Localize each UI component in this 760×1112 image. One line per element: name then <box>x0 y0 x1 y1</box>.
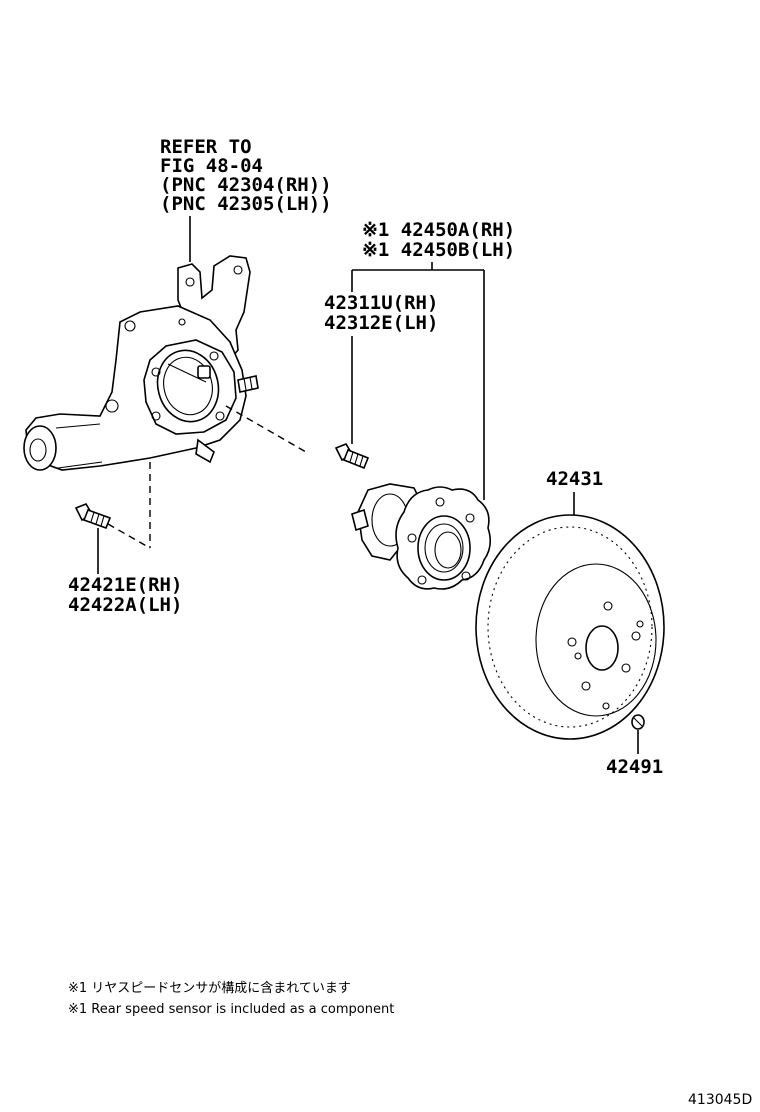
footnote-japanese: ※1 リヤスピードセンサが構成に含まれています <box>68 980 351 996</box>
disc-screw-label: 42491 <box>606 756 663 778</box>
brake-disc <box>475 514 665 740</box>
hub-assy-bracket <box>351 262 485 500</box>
sensor-bolt-label-lh: 42312E(LH) <box>324 312 438 334</box>
knuckle-bolt-label: 42421E(RH) 42422A(LH) <box>68 574 182 616</box>
knuckle-ref-line-4: (PNC 42305(LH)) <box>160 193 332 215</box>
knuckle-bolt <box>74 503 112 530</box>
knuckle-bolt-label-rh: 42421E(RH) <box>68 574 182 596</box>
disc-label: 42431 <box>546 468 603 490</box>
hub-assy-label: ※1 42450A(RH) ※1 42450B(LH) <box>362 219 515 261</box>
figure-code: 413045D <box>688 1092 752 1108</box>
disc-screw <box>631 714 645 730</box>
sensor-bolt-label: 42311U(RH) 42312E(LH) <box>324 292 438 334</box>
hub-assy-label-rh: ※1 42450A(RH) <box>362 219 515 241</box>
steering-knuckle <box>23 255 259 471</box>
hub-axis-dashed-line <box>225 405 307 453</box>
hub-assy-label-lh: ※1 42450B(LH) <box>362 239 515 261</box>
knuckle-bolt-label-lh: 42422A(LH) <box>68 594 182 616</box>
knuckle-ref-line-2: FIG 48-04 <box>160 155 263 177</box>
knuckle-reference-label: REFER TO FIG 48-04 (PNC 42304(RH)) (PNC … <box>160 136 332 215</box>
knuckle-ref-line-3: (PNC 42304(RH)) <box>160 174 332 196</box>
footnote-english: ※1 Rear speed sensor is included as a co… <box>68 1002 394 1017</box>
knuckle-bolt-dashed-line-diagonal <box>107 523 151 549</box>
knuckle-ref-line-1: REFER TO <box>160 136 252 158</box>
hub-bearing-assembly <box>351 483 492 590</box>
sensor-bolt <box>334 443 370 470</box>
sensor-bolt-label-rh: 42311U(RH) <box>324 292 438 314</box>
